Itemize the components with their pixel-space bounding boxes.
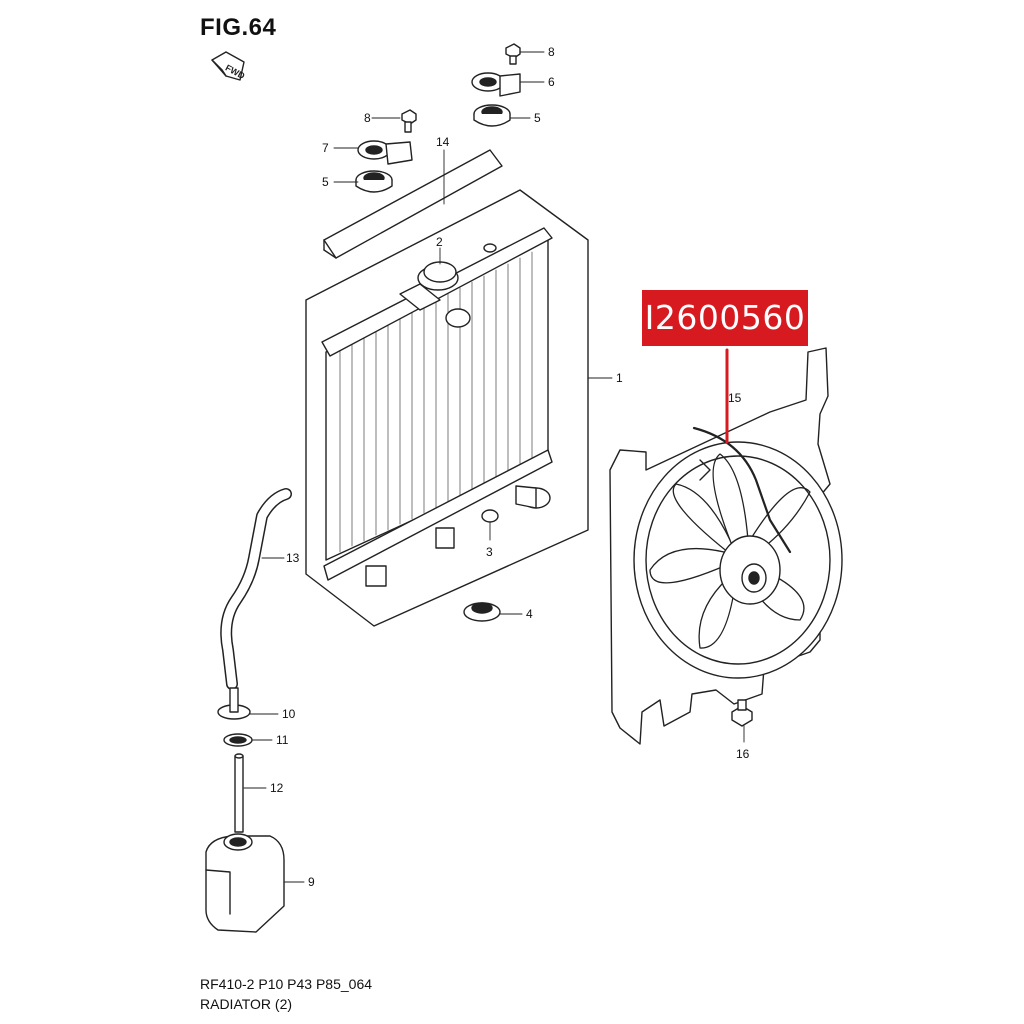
- diagram-title: RADIATOR (2): [200, 996, 293, 1012]
- part-15-cooling-fan-assembly: [609, 347, 843, 745]
- callout-2: 2: [436, 235, 443, 249]
- part-2-radiator-cap: [423, 261, 457, 283]
- callout-16: 16: [736, 747, 750, 761]
- callout-4: 4: [526, 607, 533, 621]
- part-8-bolt-left: [401, 109, 417, 133]
- part-8-bolt-top: [505, 43, 521, 65]
- callout-7: 7: [322, 141, 329, 155]
- part-14-upper-cushion: [323, 149, 503, 259]
- callout-5-left: 5: [322, 175, 329, 189]
- callout-12: 12: [270, 781, 284, 795]
- callout-15: 15: [728, 391, 742, 405]
- part-number-highlight: I2600560: [642, 290, 808, 346]
- part-10-reservoir-cap: [217, 687, 251, 720]
- part-3-drain-plug: [481, 509, 499, 523]
- callout-6: 6: [548, 75, 555, 89]
- callout-8-left: 8: [364, 111, 371, 125]
- part-6-bracket: [471, 72, 521, 97]
- part-13-reservoir-hose: [220, 488, 292, 690]
- part-12-overflow-hose: [234, 753, 244, 833]
- part-5-grommet-top: [473, 104, 511, 127]
- callout-11: 11: [276, 733, 289, 747]
- callout-3: 3: [486, 545, 493, 559]
- callout-8-top: 8: [548, 45, 555, 59]
- callout-14: 14: [436, 135, 450, 149]
- part-7-bracket: [357, 140, 413, 165]
- part-1-radiator-assembly: [305, 189, 589, 627]
- figure-title: FIG.64: [200, 14, 277, 41]
- part-11-hose-clip: [223, 733, 253, 747]
- callout-13: 13: [286, 551, 300, 565]
- callout-5-top: 5: [534, 111, 541, 125]
- part-16-bolt: [731, 699, 753, 727]
- fwd-arrow-icon: FWD: [211, 51, 247, 81]
- callout-10: 10: [282, 707, 296, 721]
- part-4-lower-grommet: [463, 602, 501, 622]
- callout-9: 9: [308, 875, 315, 889]
- callout-1: 1: [616, 371, 623, 385]
- part-9-reservoir-tank: [205, 833, 285, 933]
- diagram-code: RF410-2 P10 P43 P85_064: [200, 976, 373, 992]
- part-5-grommet-left: [355, 170, 393, 193]
